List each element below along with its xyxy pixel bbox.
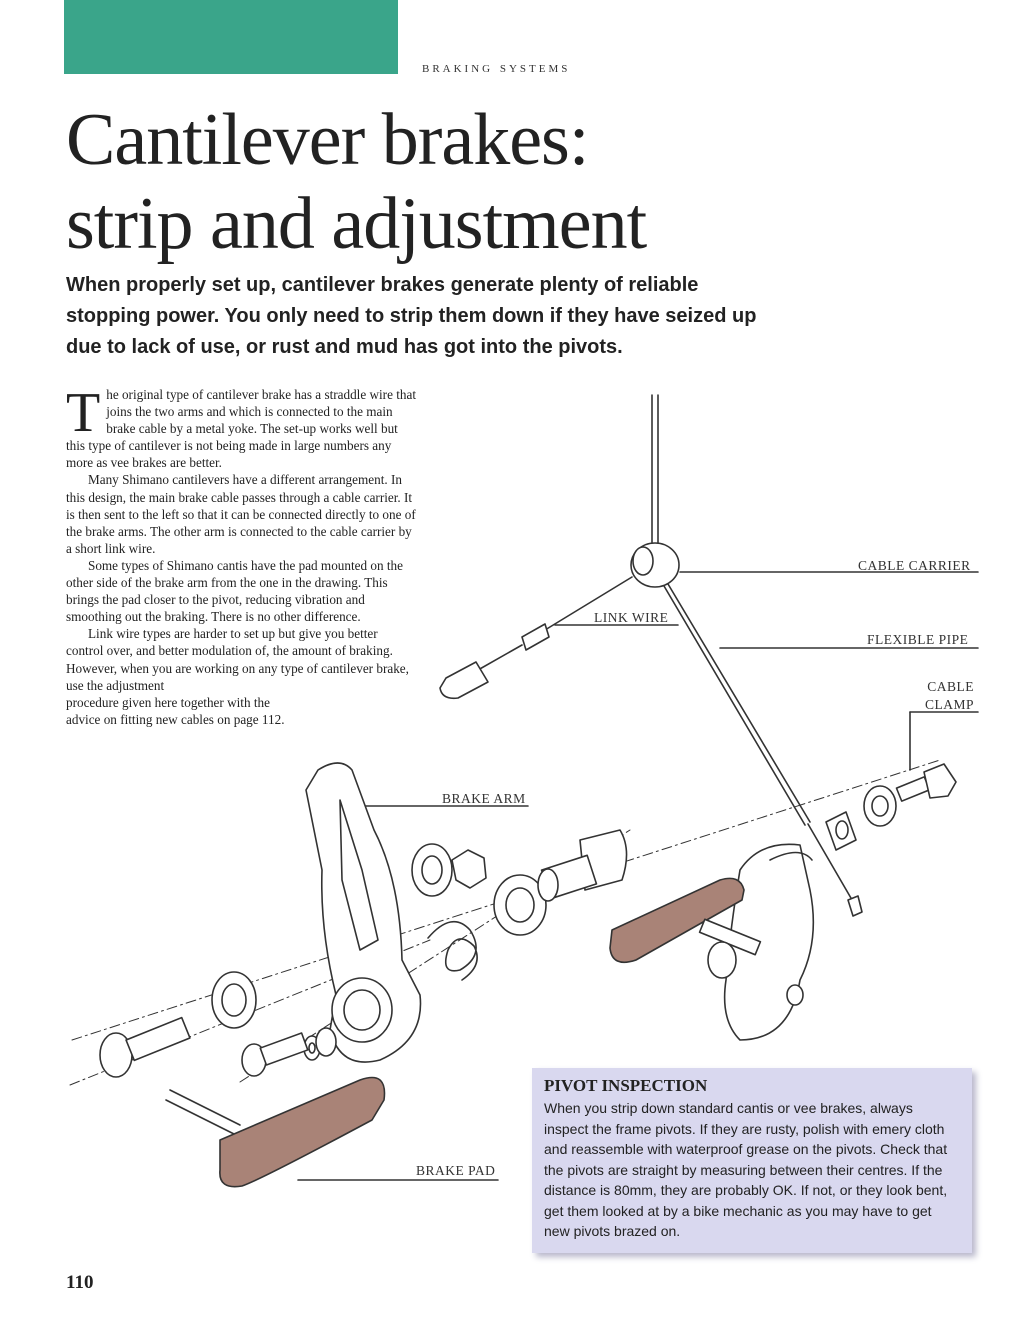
label-cable-clamp-line2: CLAMP (925, 697, 975, 712)
page-number: 110 (66, 1272, 94, 1293)
section-color-tab (64, 0, 398, 74)
label-link-wire: LINK WIRE (594, 610, 669, 625)
label-brake-arm: BRAKE ARM (442, 791, 526, 806)
label-cable-clamp: CABLE CLAMP (925, 678, 974, 714)
link-wire-nipple (439, 661, 489, 700)
body-paragraph-1-text: he original type of cantilever brake has… (66, 387, 416, 471)
callout-text: When you strip down standard cantis or v… (544, 1100, 948, 1239)
pivot-inspection-box: PIVOT INSPECTION When you strip down sta… (532, 1068, 972, 1253)
title-line-1: Cantilever brakes: (66, 99, 589, 181)
body-paragraph-4: Link wire types are harder to set up but… (66, 626, 409, 693)
brake-pad-right (609, 877, 745, 964)
section-heading: BRAKING SYSTEMS (422, 60, 571, 76)
body-paragraph-3: Some types of Shimano cantis have the pa… (66, 557, 403, 625)
label-flexible-pipe: FLEXIBLE PIPE (867, 632, 969, 647)
title-line-2: strip and adjustment (66, 183, 647, 265)
body-paragraph-2: Many Shimano cantilevers have a differen… (66, 472, 416, 556)
body-paragraph-4-continued: procedure given here together with the a… (66, 694, 285, 727)
page-title: Cantilever brakes: strip and adjustment (66, 98, 647, 266)
flexible-pipe (663, 585, 806, 826)
callout-title: PIVOT INSPECTION (544, 1076, 708, 1095)
link-wire (544, 576, 633, 631)
standfirst: When properly set up, cantilever brakes … (66, 274, 757, 358)
label-brake-pad: BRAKE PAD (416, 1163, 496, 1178)
label-cable-carrier: CABLE CARRIER (858, 558, 971, 573)
brake-pad-left (219, 1076, 386, 1188)
label-cable-clamp-line1: CABLE (927, 679, 975, 694)
drop-cap: T (66, 382, 101, 444)
